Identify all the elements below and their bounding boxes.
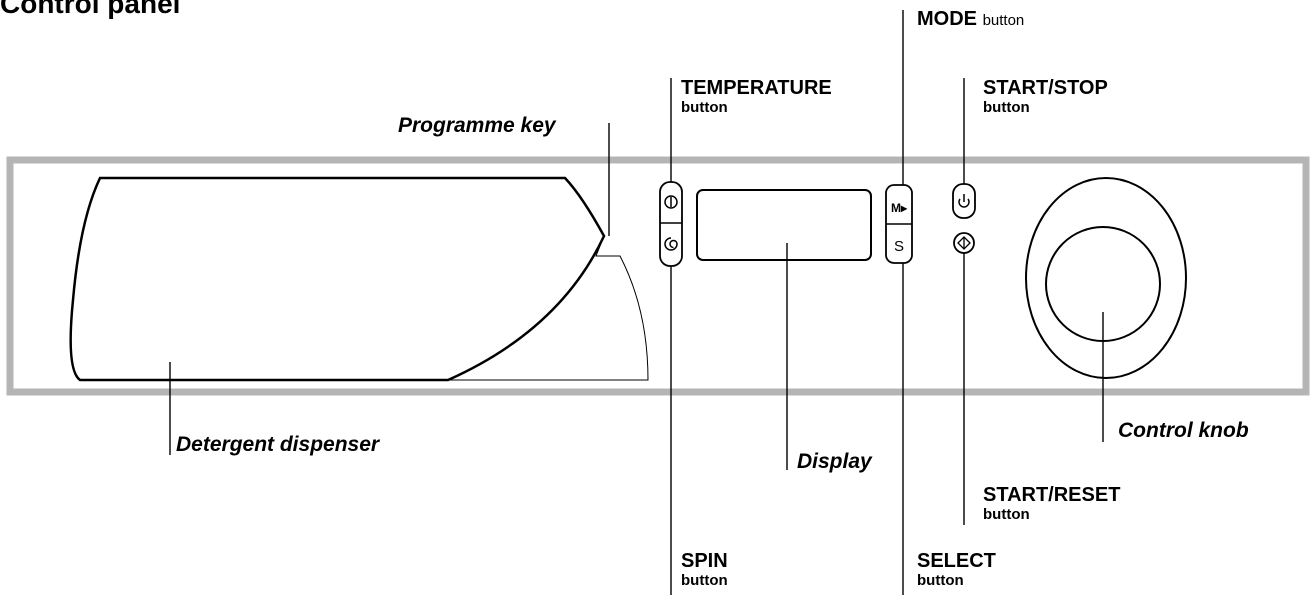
start-stop-label-kind: button (983, 99, 1030, 116)
leader-lines (169, 10, 1104, 595)
mode-label-name: MODE (917, 8, 977, 30)
detergent-dispenser-drawer (69, 176, 606, 382)
power-icon (958, 194, 970, 208)
select-button-glyph: S (894, 238, 904, 255)
spin-label-name: SPIN (681, 550, 728, 572)
programme-key-outline (448, 235, 649, 381)
temperature-label-kind: button (681, 99, 728, 116)
temperature-label-name: TEMPERATURE (681, 77, 832, 99)
start-reset-label: START/RESET button (983, 485, 1120, 522)
select-label-name: SELECT (917, 550, 996, 572)
temperature-icon (664, 195, 678, 209)
spin-label: SPIN button (681, 551, 728, 588)
mode-button-glyph: M▸ (891, 201, 908, 215)
temperature-label: TEMPERATURE button (681, 78, 832, 115)
panel-frame (6, 156, 1310, 396)
spin-label-kind: button (681, 572, 728, 589)
detergent-dispenser-label: Detergent dispenser (176, 433, 380, 456)
start-reset-label-kind: button (983, 506, 1030, 523)
mode-label-kind: button (982, 12, 1025, 29)
start-stop-label: START/STOP button (983, 78, 1108, 115)
start-reset-label-name: START/RESET (983, 484, 1121, 506)
display-screen (696, 189, 872, 261)
diagram-title: Control panel (0, 0, 181, 19)
select-label-kind: button (917, 572, 964, 589)
select-label: SELECT button (917, 551, 996, 588)
programme-key-label: Programme key (398, 114, 556, 137)
spin-icon (664, 237, 678, 251)
mode-label: MODE button (917, 9, 1024, 29)
control-knob-label: Control knob (1118, 419, 1249, 442)
start-stop-label-name: START/STOP (983, 77, 1108, 99)
display-label: Display (797, 450, 872, 473)
start-reset-icon (957, 236, 971, 250)
temperature-spin-button-pill (659, 181, 683, 267)
